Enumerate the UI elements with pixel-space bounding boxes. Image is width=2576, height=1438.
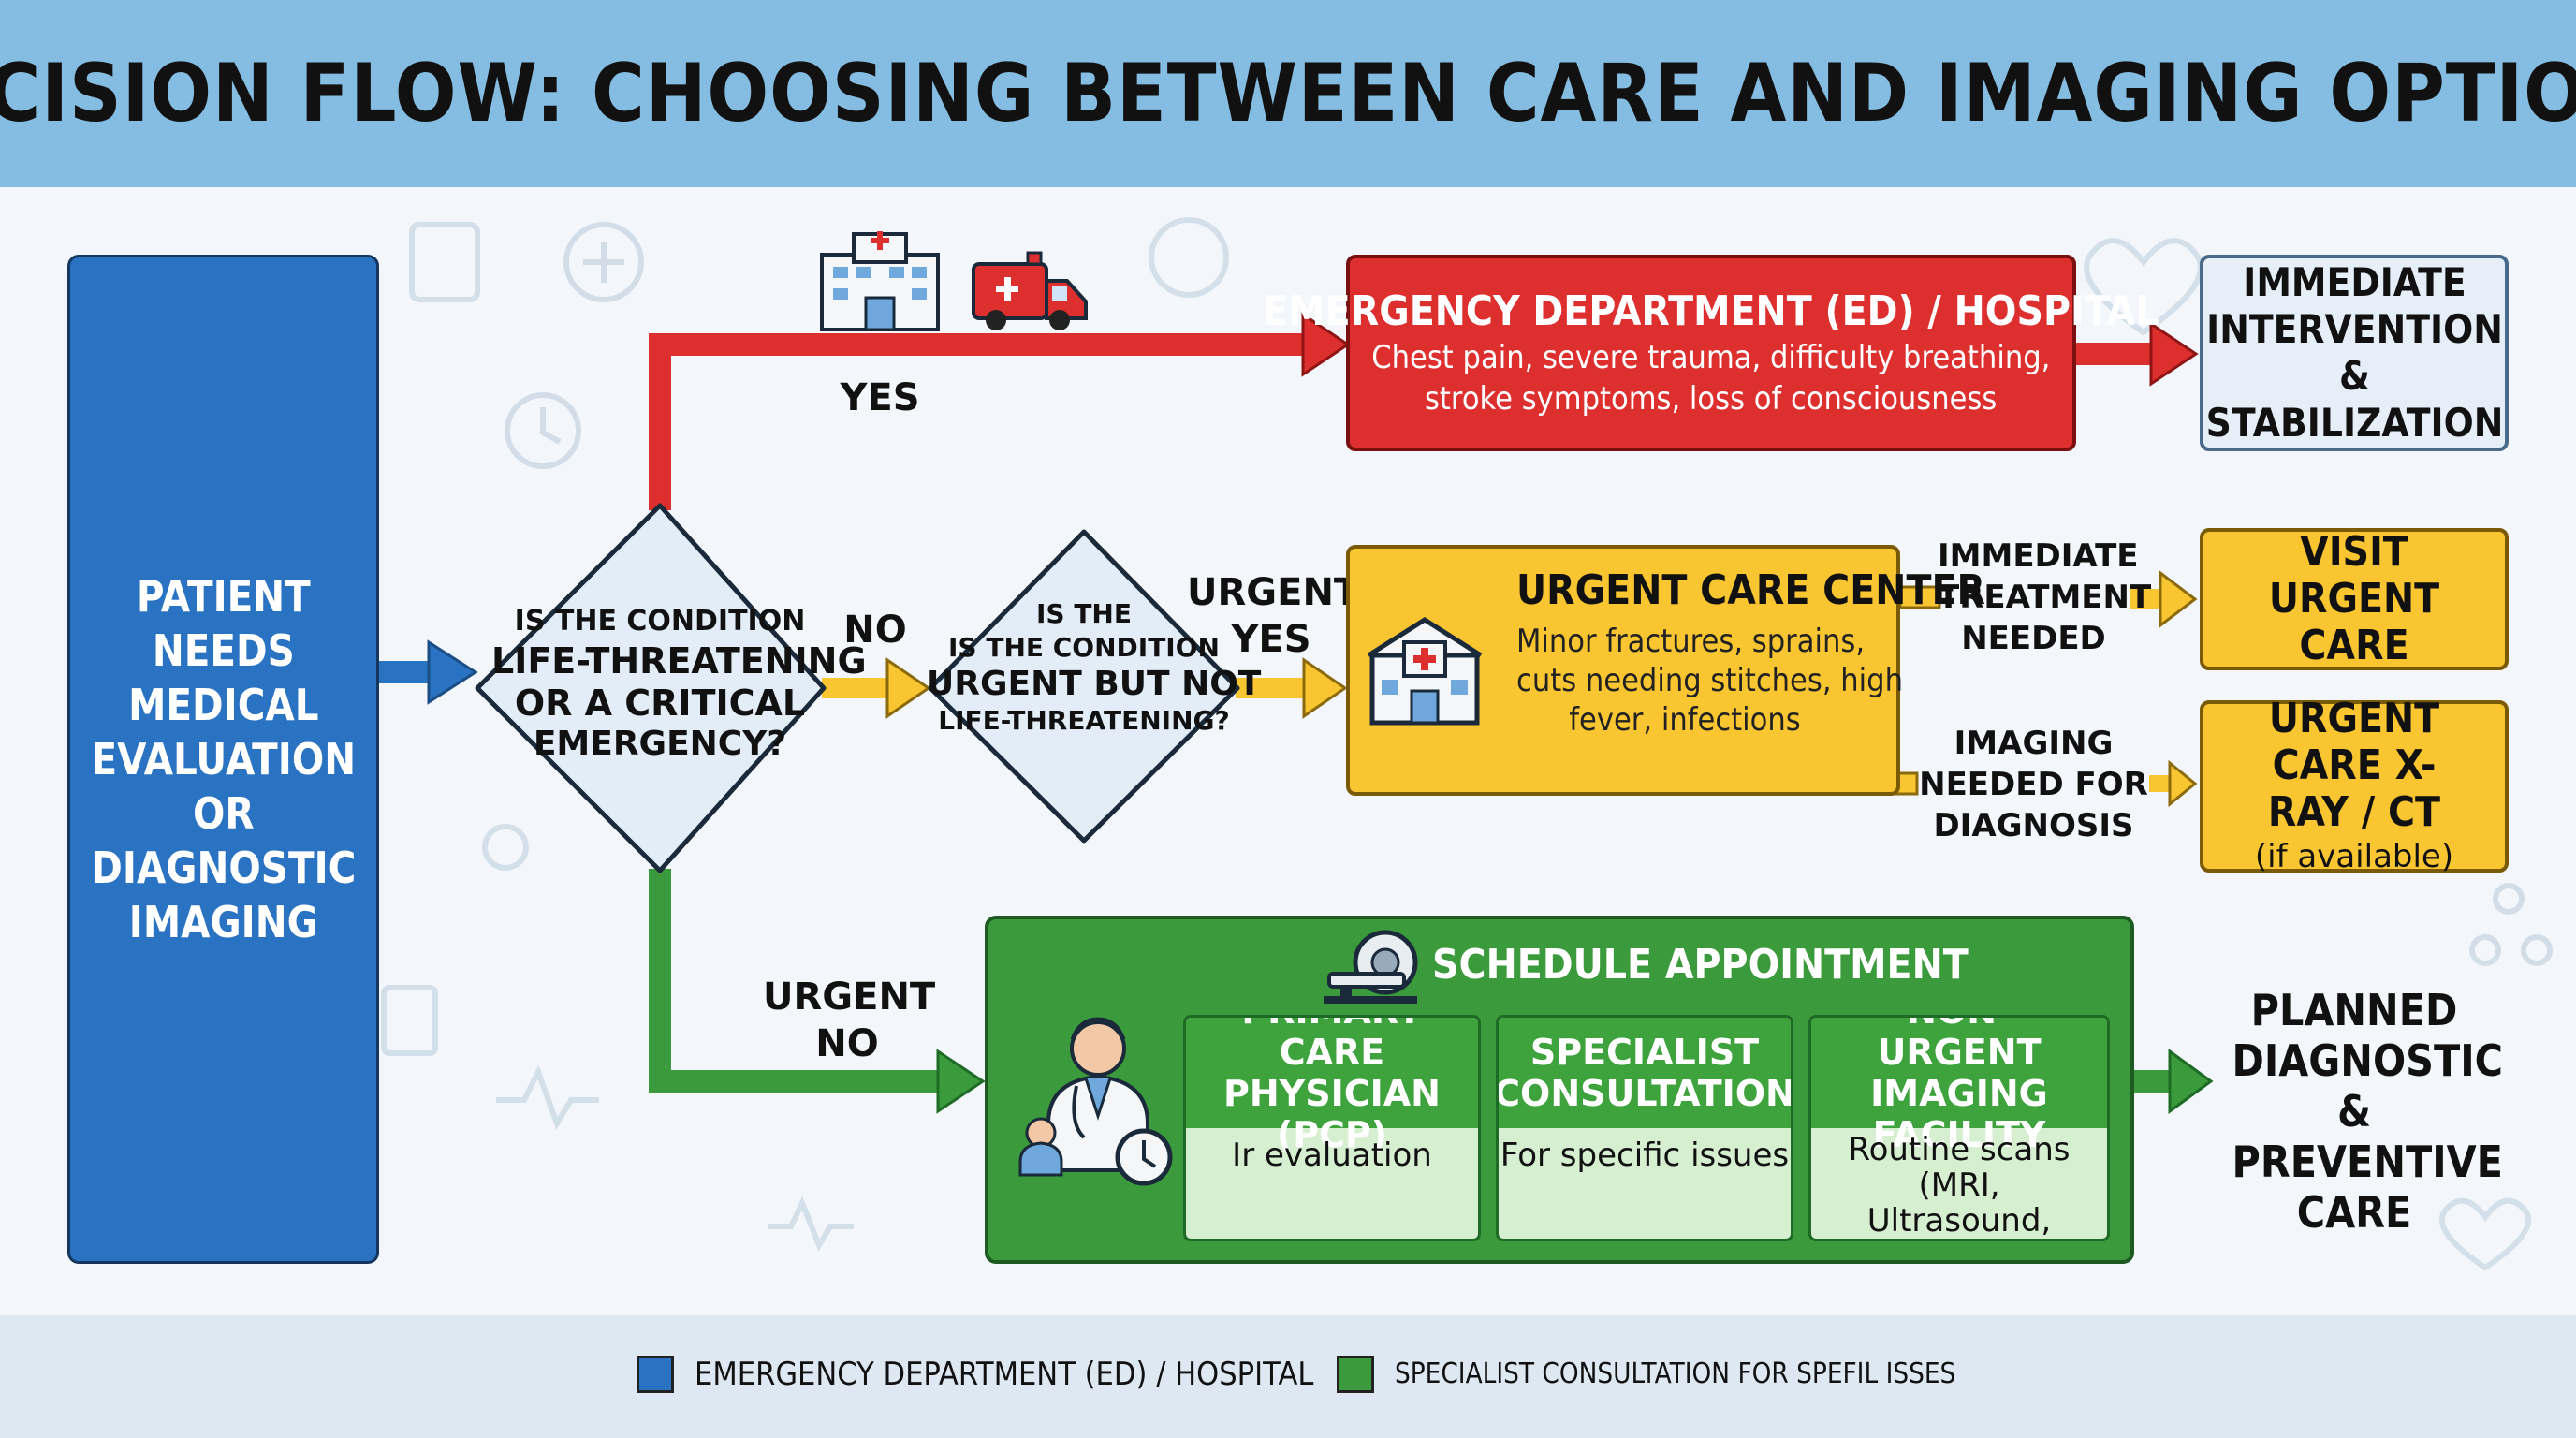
urgent-care-desc-line-2: cuts needing stitches, high <box>1516 662 1904 699</box>
ct-scanner-icon <box>1324 930 1418 1004</box>
urgent-care-desc-line-3: fever, infections <box>1569 701 1801 739</box>
arrow-schedule-head <box>2168 1049 2214 1114</box>
decision-2-text: IS THE IS THE CONDITION URGENT BUT NOT L… <box>927 597 1262 738</box>
ed-desc-line-1: Chest pain, severe trauma, difficulty br… <box>1371 339 2051 376</box>
sub-box-pcp-title: PRIMARY CARE PHYSICIAN (PCP) <box>1186 1018 1478 1155</box>
schedule-title: SCHEDULE APPOINTMENT <box>1432 941 1969 989</box>
clipboard-bg-icon-2 <box>381 985 438 1056</box>
urgent-xray-box: URGENT CARE X-RAY / CT (if available) <box>2200 696 2509 875</box>
arrow-urgent-no-green <box>649 869 941 1093</box>
share-node-c-icon <box>2469 934 2501 966</box>
decision-2-line-3: URGENT BUT NOT <box>927 665 1262 703</box>
share-node-b-icon <box>2521 934 2553 966</box>
plus-bg-icon <box>583 242 624 283</box>
sub-box-pcp: PRIMARY CARE PHYSICIAN (PCP) Ir evaluati… <box>1183 1015 1481 1241</box>
sub-box-imaging-title: NON-URGENT IMAGING FACILITY <box>1811 1018 2107 1155</box>
arrow-start-head <box>427 639 478 705</box>
label-urgent-yes-1: URGENT <box>1187 571 1360 614</box>
decision-1-text: IS THE CONDITION LIFE-THREATENING OR A C… <box>491 604 867 765</box>
ambulance-icon <box>972 251 1088 330</box>
label-urgent-no: URGENT NO <box>763 974 936 1067</box>
sub-box-specialist-desc: For specific issues <box>1500 1137 1790 1174</box>
legend-swatch-green <box>1337 1356 1374 1393</box>
arrow-ed-head <box>2149 321 2199 387</box>
arrow-urgent-no-head <box>936 1049 986 1114</box>
clock-hands-bg-icon <box>540 407 562 445</box>
arrow-treatment-head <box>2159 569 2198 629</box>
decision-diamond-2 <box>928 529 1240 844</box>
arrow-yes-head <box>1301 312 1351 377</box>
decision-diamond-1 <box>475 503 827 873</box>
title-bar: DECISION FLOW: CHOOSING BETWEEN CARE AND… <box>0 0 2576 187</box>
start-box-label: PATIENT NEEDS MEDICAL EVALUATION OR DIAG… <box>90 571 357 947</box>
urgent-xray-note: (if available) <box>2254 838 2454 875</box>
sub-box-pcp-desc: Ir evaluation <box>1232 1137 1432 1174</box>
label-no: NO <box>843 609 907 652</box>
doctor-patient-clock-icon <box>1018 1017 1173 1186</box>
legend-label-1: SPECIALIST CONSULTATION FOR SPEFIL ISSES <box>1395 1357 1956 1390</box>
legend-bar <box>0 1315 2576 1438</box>
immediate-intervention-box: IMMEDIATE INTERVENTION & STABILIZATION <box>2200 255 2509 451</box>
visit-urgent-care-label: VISIT URGENT CARE <box>2268 528 2440 669</box>
legend-label-0: EMERGENCY DEPARTMENT (ED) / HOSPITAL <box>695 1356 1314 1393</box>
decision-2-line-4: LIFE-THREATENING? <box>938 705 1230 736</box>
legend-swatch-blue <box>637 1356 674 1393</box>
arrow-no-head <box>886 657 931 719</box>
label-urgent-no-1: URGENT <box>763 976 936 1019</box>
start-box: PATIENT NEEDS MEDICAL EVALUATION OR DIAG… <box>67 255 379 1264</box>
decision-1-line-1: IS THE CONDITION <box>514 605 806 638</box>
heart-bg-icon <box>2084 238 2203 336</box>
urgent-care-clinic-icon <box>1367 617 1483 726</box>
scanner-bg-icon <box>1149 217 1229 298</box>
page-title: DECISION FLOW: CHOOSING BETWEEN CARE AND… <box>0 47 2576 140</box>
label-urgent-yes-2: YES <box>1231 618 1311 661</box>
sub-box-imaging: NON-URGENT IMAGING FACILITY Routine scan… <box>1808 1015 2110 1241</box>
decision-2-line-1: IS THE <box>1036 598 1132 629</box>
hospital-building-icon <box>820 231 940 331</box>
clipboard-bg-icon <box>409 222 480 302</box>
arrow-treatment-stub <box>1898 585 1941 609</box>
person-bg-icon <box>482 824 529 871</box>
label-urgent-no-2: NO <box>815 1022 879 1065</box>
ed-box: EMERGENCY DEPARTMENT (ED) / HOSPITAL Che… <box>1263 255 2159 451</box>
arrow-urgent-yes-head <box>1302 657 1348 719</box>
ed-desc-line-2: stroke symptoms, loss of consciousness <box>1425 380 1998 418</box>
visit-urgent-care-box: VISIT URGENT CARE <box>2200 528 2509 670</box>
share-node-a-icon <box>2493 883 2525 915</box>
decision-1-line-4: EMERGENCY? <box>533 725 787 763</box>
label-immediate-treatment: IMMEDIATE TREATMENT NEEDED <box>1938 537 2152 657</box>
label-imaging-needed: IMAGING NEEDED FOR DIAGNOSIS <box>1919 725 2148 844</box>
decision-2-line-2: IS THE CONDITION <box>948 632 1220 663</box>
planned-care-label: PLANNED DIAGNOSTIC & PREVENTIVE CARE <box>2232 985 2503 1238</box>
immediate-intervention-label: IMMEDIATE INTERVENTION & STABILIZATION <box>2205 259 2503 446</box>
label-urgent-yes: URGENT YES <box>1187 569 1360 663</box>
sub-box-specialist-title: SPECIALIST CONSULTATION <box>1499 1018 1791 1128</box>
pulse-bg-icon <box>496 1064 599 1130</box>
decision-1-line-3: OR A CRITICAL <box>514 682 806 724</box>
sub-box-specialist: SPECIALIST CONSULTATION For specific iss… <box>1496 1015 1793 1241</box>
urgent-care-desc-line-1: Minor fractures, sprains, <box>1516 623 1866 660</box>
heart-bg-icon-2 <box>2438 1197 2532 1271</box>
arrow-imaging-head <box>2168 759 2198 808</box>
ed-title: EMERGENCY DEPARTMENT (ED) / HOSPITAL <box>1263 287 2159 335</box>
plus-circle-bg-icon <box>564 222 644 302</box>
label-yes: YES <box>840 376 920 419</box>
sub-box-imaging-desc: Routine scans (MRI, Ultrasound, Mammogra… <box>1848 1131 2071 1240</box>
urgent-care-desc: Minor fractures, sprains, cuts needing s… <box>1498 622 1904 740</box>
clock-bg-icon <box>505 392 581 469</box>
urgent-xray-title: URGENT CARE X-RAY / CT <box>2267 695 2441 836</box>
decision-1-line-2: LIFE-THREATENING <box>491 640 867 682</box>
arrow-yes-red <box>649 333 1306 510</box>
pulse-bg-icon-2 <box>768 1196 854 1252</box>
